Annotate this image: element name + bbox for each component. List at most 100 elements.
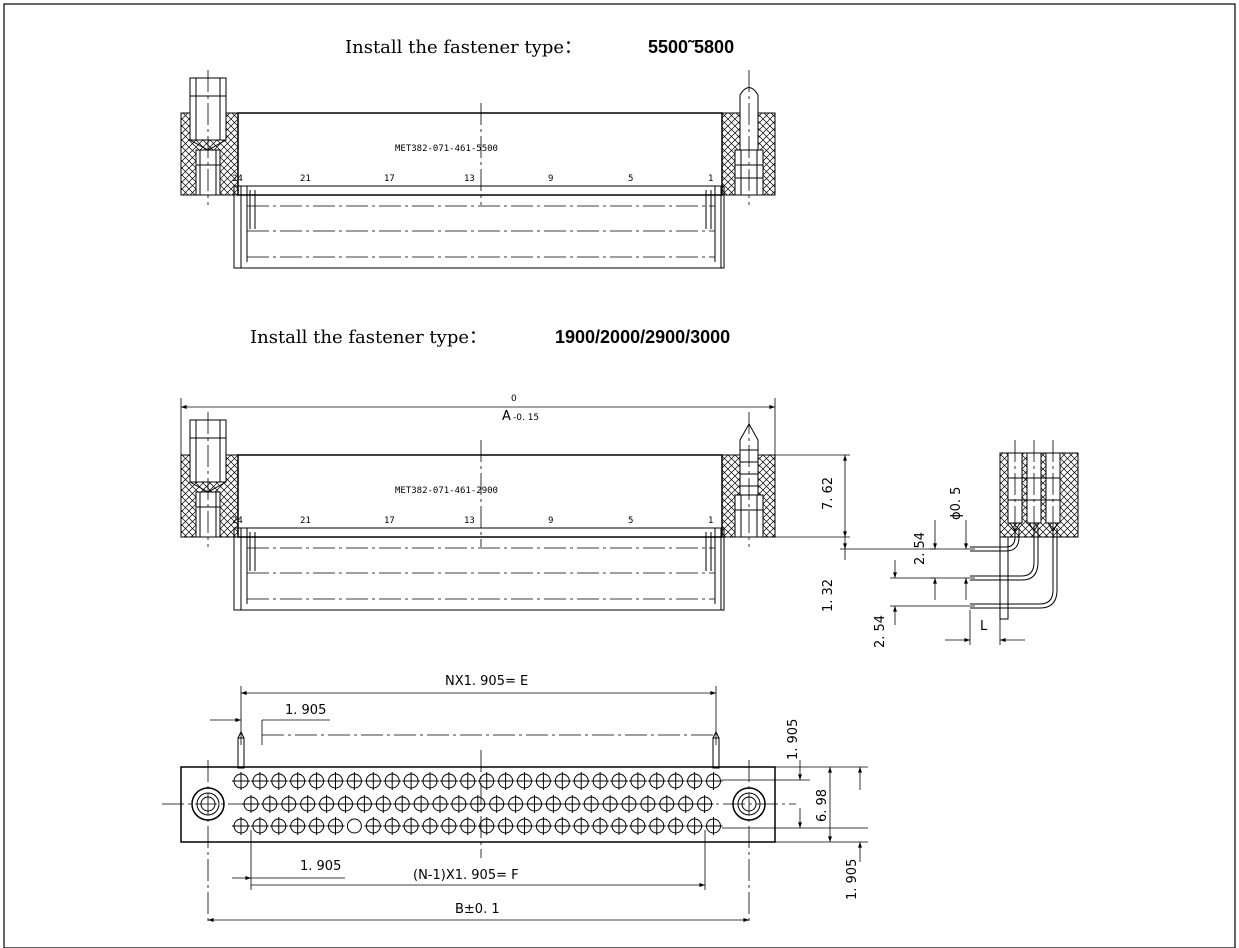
dim-b: B±0. 1 [455, 902, 500, 917]
dim-a-upper-tol: 0 [511, 394, 517, 404]
contact-crosshair [269, 817, 288, 835]
contact-crosshair [601, 795, 620, 813]
contact-crosshair [496, 817, 515, 835]
connector-shell [180, 766, 776, 843]
contact-crosshair [468, 795, 487, 813]
pin-number: 13 [464, 516, 475, 526]
dim-right-mid-6-98: 6. 98 [815, 789, 830, 822]
contact-crosshair [421, 817, 439, 835]
contact-crosshair [449, 795, 468, 813]
dim-diameter-0-5: ϕ0. 5 [949, 487, 964, 520]
contact-crosshair [591, 772, 610, 790]
view-1-pin-numbers: 24 21 17 13 9 5 1 [232, 174, 713, 184]
dim-e: NX1. 905= E [445, 674, 528, 689]
contact-crosshair [487, 795, 506, 813]
dim-pitch-bottom-1-905: 1. 905 [300, 859, 341, 874]
contact-crosshair [307, 817, 326, 835]
dim-right-top-1-905: 1. 905 [786, 719, 801, 760]
pin-number: 24 [232, 174, 243, 184]
contact-crosshair [666, 772, 685, 790]
contact-crosshair [355, 795, 374, 813]
contact-crosshair [610, 817, 628, 835]
contact-crosshair [685, 772, 704, 790]
contact-crosshair [374, 795, 393, 813]
contact-crosshair [393, 795, 412, 813]
contact-crosshair [534, 772, 553, 790]
contact-crosshair [666, 817, 685, 835]
contact-crosshair [412, 795, 431, 813]
dim-l: L [980, 619, 988, 634]
pin-number: 9 [548, 174, 553, 184]
contact-crosshair [458, 817, 477, 835]
contact-crosshair [326, 772, 345, 790]
pin-number: 17 [384, 174, 395, 184]
contact-crosshair [704, 772, 723, 790]
contact-crosshair [345, 772, 364, 790]
pin-grid [232, 772, 723, 835]
contact-crosshair [572, 772, 591, 790]
dim-a-lower-tol: -0. 15 [513, 413, 539, 423]
dim-pitch-top-1-905: 1. 905 [285, 703, 326, 718]
contact-crosshair [298, 795, 317, 813]
dim-f: (N-1)X1. 905= F [413, 868, 519, 883]
contact-crosshair [250, 817, 269, 835]
contact-crosshair [317, 795, 336, 813]
mounting-hole-right [732, 787, 766, 821]
contact-crosshair [402, 772, 421, 790]
contact-crosshair [477, 817, 496, 835]
pin-number: 5 [628, 174, 633, 184]
view-2-fastener-1900-3000: Install the fastener type： 1900/2000/290… [180, 327, 850, 611]
contact-crosshair [582, 795, 601, 813]
contact-crosshair [647, 817, 666, 835]
contact-crosshair [515, 772, 534, 790]
contact-crosshair [704, 817, 723, 835]
contact-crosshair [242, 795, 260, 813]
contact-crosshair [695, 795, 714, 813]
contact-crosshair [525, 795, 544, 813]
contact-crosshair [383, 817, 402, 835]
contact-hole [346, 818, 362, 834]
contact-crosshair [232, 817, 250, 835]
contact-crosshair [477, 772, 496, 790]
contact-crosshair [620, 795, 638, 813]
contact-crosshair [544, 795, 563, 813]
contact-crosshair [628, 772, 647, 790]
contact-crosshair [402, 817, 421, 835]
pin-number: 13 [464, 174, 475, 184]
contact-crosshair [439, 772, 458, 790]
view-1-title-value: 5500˜5800 [648, 37, 734, 57]
view-1-fastener-5500-5800: Install the fastener type： 5500˜5800 MET… [180, 37, 776, 269]
pin-number: 21 [300, 516, 311, 526]
contact-crosshair [515, 817, 534, 835]
view-1-title-prefix: Install the fastener type： [345, 37, 582, 58]
contact-crosshair [647, 772, 666, 790]
contact-crosshair [364, 772, 383, 790]
contact-crosshair [534, 817, 553, 835]
view-2-pin-numbers: 24 21 17 13 9 5 1 [232, 516, 713, 526]
contact-crosshair [250, 772, 269, 790]
contact-crosshair [572, 817, 591, 835]
contact-crosshair [685, 817, 704, 835]
contact-crosshair [458, 772, 477, 790]
contact-crosshair [326, 817, 345, 835]
contact-crosshair [364, 817, 383, 835]
contact-crosshair [553, 772, 572, 790]
dim-right-bottom-1-905: 1. 905 [845, 859, 860, 900]
contact-crosshair [591, 817, 610, 835]
pin-number: 21 [300, 174, 311, 184]
view-2-part-label: MET382-071-461-2900 [395, 486, 498, 496]
contact-crosshair [657, 795, 676, 813]
bottom-view-pin-layout: NX1. 905= E 1. 905 1. 905 (N-1)X1 [162, 674, 868, 925]
pin-number: 24 [232, 516, 243, 526]
mounting-hole-left [191, 787, 225, 821]
side-view: 2. 54 ϕ0. 5 1. 32 2. 54 L [821, 440, 1079, 648]
dim-offset-1-32: 1. 32 [821, 579, 836, 612]
pin-number: 1 [708, 516, 713, 526]
contact-crosshair [676, 795, 695, 813]
pin-number: 9 [548, 516, 553, 526]
view-1-part-label: MET382-071-461-5500 [395, 144, 498, 154]
dim-pitch-bottom-2-54: 2. 54 [873, 615, 888, 648]
contact-crosshair [439, 817, 458, 835]
